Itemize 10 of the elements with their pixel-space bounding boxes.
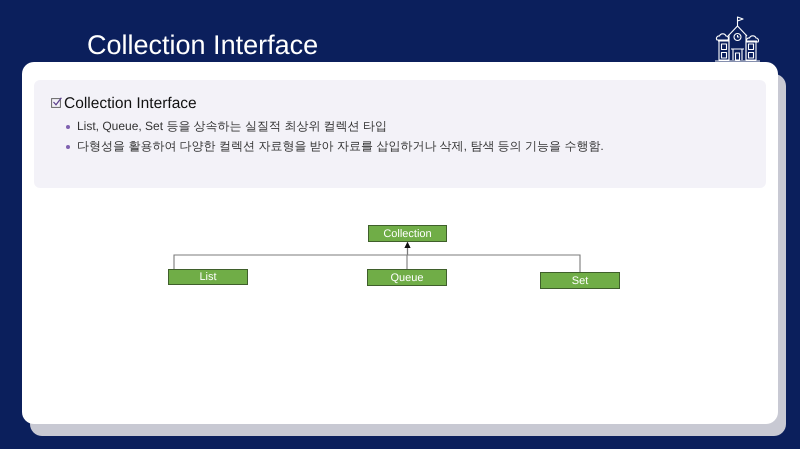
- arrow: [404, 242, 581, 272]
- bullet-text: 다형성을 활용하여 다양한 컬렉션 자료형을 받아 자료를 삽입하거나 삭제, 탐색 등의 기능을 수행함.: [77, 139, 604, 153]
- info-panel: [34, 80, 766, 188]
- panel-heading: Collection Interface: [64, 94, 197, 114]
- class-box: List: [168, 269, 248, 285]
- class-box: Set: [540, 272, 620, 289]
- class-box: Queue: [367, 269, 447, 286]
- bullet-text: List, Queue, Set 등을 상속하는 실질적 최상위 컬렉션 타입: [77, 119, 388, 133]
- page-title: Collection Interface: [87, 29, 318, 61]
- class-box: Collection: [368, 225, 447, 242]
